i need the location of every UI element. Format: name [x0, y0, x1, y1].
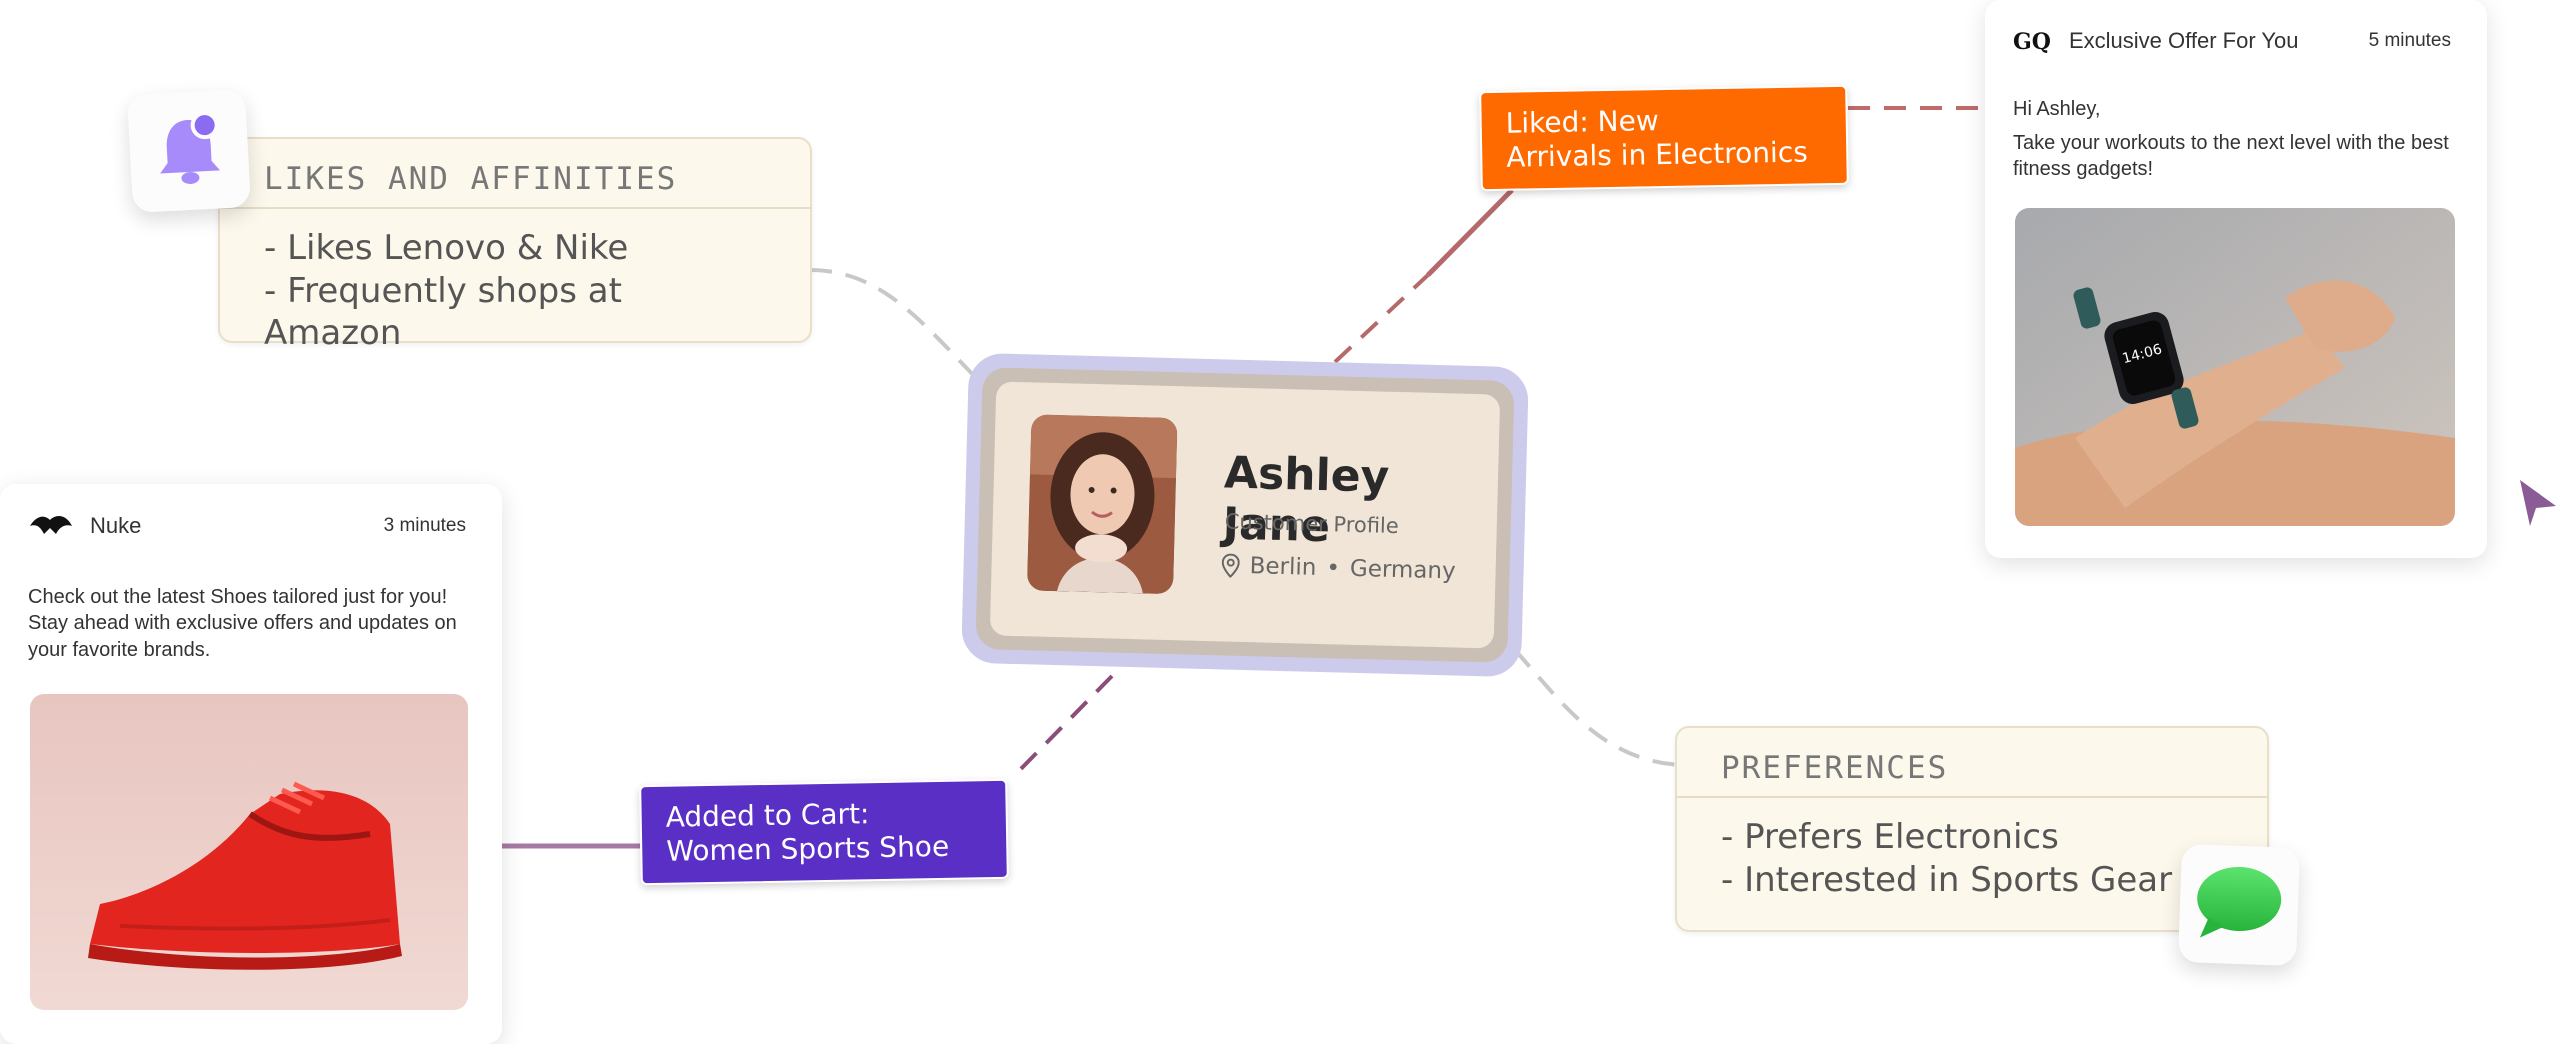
preferences-line: - Interested in Sports Gear [1721, 859, 2173, 900]
chat-tile [2177, 843, 2301, 967]
customer-profile-card[interactable]: Ashley Jane Customer Profile Berlin • Ge… [961, 352, 1529, 678]
link-liked-solid [1426, 188, 1514, 277]
likes-affinities-card: LIKES AND AFFINITIES - Likes Lenovo & Ni… [218, 137, 812, 353]
preferences-line: - Prefers Electronics [1721, 817, 2059, 857]
bell-notification-icon [160, 111, 221, 184]
location-separator: • [1326, 555, 1341, 582]
notification-header: Nuke 3 minutes [28, 512, 466, 540]
notification-card-gq[interactable]: GQ Exclusive Offer For You 5 minutes Hi … [1985, 0, 2487, 558]
event-liked-label: Liked: New Arrivals in Electronics [1479, 84, 1849, 192]
link-profile-to-liked [1333, 273, 1430, 364]
notification-header: GQ Exclusive Offer For You 5 minutes [2013, 28, 2451, 54]
pointer-cursor-icon [2520, 480, 2556, 526]
notification-brand: Nuke [90, 513, 142, 538]
link-profile-to-cart [1010, 674, 1114, 780]
event-liked-line: Liked: New [1505, 104, 1659, 140]
profile-subtitle: Customer Profile [1224, 509, 1400, 539]
notification-time: 5 minutes [2368, 30, 2451, 51]
profile-country: Germany [1349, 555, 1456, 585]
likes-line: - Likes Lenovo & Nike [264, 228, 629, 268]
event-liked-line: Arrivals in Electronics [1506, 135, 1809, 174]
notification-message: Take your workouts to the next level wit… [2013, 132, 2449, 181]
chat-bubble-icon [2197, 866, 2282, 938]
preferences-card: PREFERENCES - Prefers Electronics - Inte… [1675, 726, 2269, 932]
preferences-card-title: PREFERENCES [1677, 728, 2267, 798]
preferences-card-lines: - Prefers Electronics - Interested in Sp… [1677, 798, 2267, 919]
gq-logo-icon: GQ [2013, 29, 2051, 53]
event-cart-line: Added to Cart: [665, 797, 870, 834]
likes-card-title: LIKES AND AFFINITIES [220, 139, 810, 209]
profile-city: Berlin [1249, 553, 1317, 581]
profile-location: Berlin • Germany [1221, 552, 1456, 585]
notification-brand: Exclusive Offer For You [2069, 28, 2299, 53]
notification-image-sneaker [30, 694, 468, 1010]
profile-card-frame: Ashley Jane Customer Profile Berlin • Ge… [975, 367, 1515, 663]
profile-name: Ashley Jane [1222, 447, 1390, 553]
notification-card-nuke[interactable]: Nuke 3 minutes Check out the latest Shoe… [0, 484, 502, 1044]
location-pin-icon [1221, 553, 1240, 578]
link-likes-to-profile [809, 268, 980, 382]
notification-time: 3 minutes [383, 515, 466, 536]
event-cart-label: Added to Cart: Women Sports Shoe [639, 778, 1009, 886]
likes-card-lines: - Likes Lenovo & Nike - Frequently shops… [220, 209, 810, 373]
nuke-logo-icon [30, 516, 72, 534]
svg-text:GQ: GQ [2013, 29, 2051, 53]
avatar [1026, 414, 1178, 595]
profile-card-body: Ashley Jane Customer Profile Berlin • Ge… [989, 381, 1501, 649]
event-cart-line: Women Sports Shoe [666, 829, 950, 868]
likes-line: - Frequently shops at Amazon [264, 270, 622, 354]
notification-message: Check out the latest Shoes tailored just… [28, 586, 457, 661]
link-profile-to-preferences [1513, 648, 1681, 767]
notification-greeting: Hi Ashley, [2013, 98, 2101, 120]
bell-tile [126, 88, 252, 214]
pointer-cursor [2516, 476, 2560, 535]
notification-image-smartwatch: 14:06 [2015, 208, 2455, 526]
